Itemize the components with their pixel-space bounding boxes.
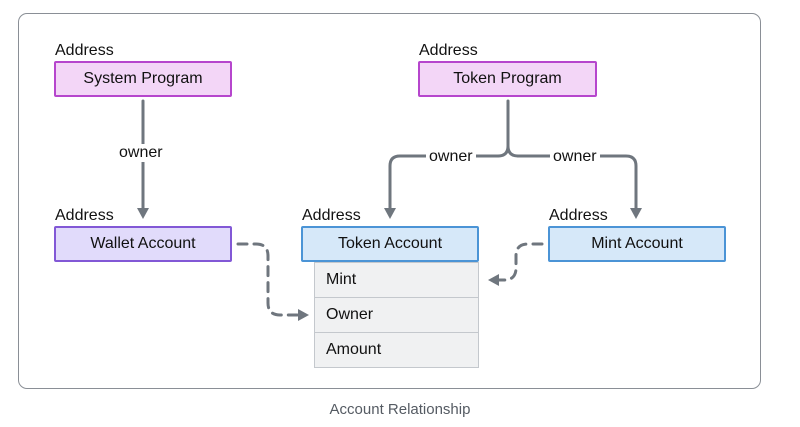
edge-label-owner-mint-account: owner [550,148,600,166]
mint-account-node: Mint Account [548,226,726,262]
system-program-node: System Program [54,61,232,97]
token-program-address-label: Address [419,42,478,59]
edge-label-owner-token-account: owner [426,148,476,166]
token-program-node: Token Program [418,61,597,97]
token-account-field-amount: Amount [314,332,479,368]
arrowhead-mint-field [488,274,499,286]
arrowhead-token-account [384,208,396,219]
arrowhead-owner-field [298,309,309,321]
token-program-label: Token Program [453,70,562,87]
edge-label-owner-system: owner [116,144,166,162]
edge-token-program-to-token-account [388,154,500,213]
diagram-caption: Account Relationship [329,401,471,418]
mint-account-label: Mint Account [591,235,683,252]
token-account-node: Token Account [301,226,479,262]
wallet-account-address-label: Address [55,207,114,224]
edge-token-program-stem-right [506,144,520,158]
token-account-field-owner: Owner [314,297,479,333]
system-program-address-label: Address [55,42,114,59]
mint-account-address-label: Address [549,207,608,224]
token-account-field-mint: Mint [314,262,479,298]
edge-wallet-to-owner-field [236,242,301,317]
wallet-account-label: Wallet Account [90,235,196,252]
edge-token-program-stem [496,99,510,158]
system-program-label: System Program [83,70,203,87]
wallet-account-node: Wallet Account [54,226,232,262]
token-account-label: Token Account [337,235,443,252]
edge-token-program-to-mint-account [516,154,638,213]
arrowhead-wallet [137,208,149,219]
arrowhead-mint-account [630,208,642,219]
edge-mint-account-to-mint-field [495,242,544,282]
token-account-address-label: Address [302,207,361,224]
